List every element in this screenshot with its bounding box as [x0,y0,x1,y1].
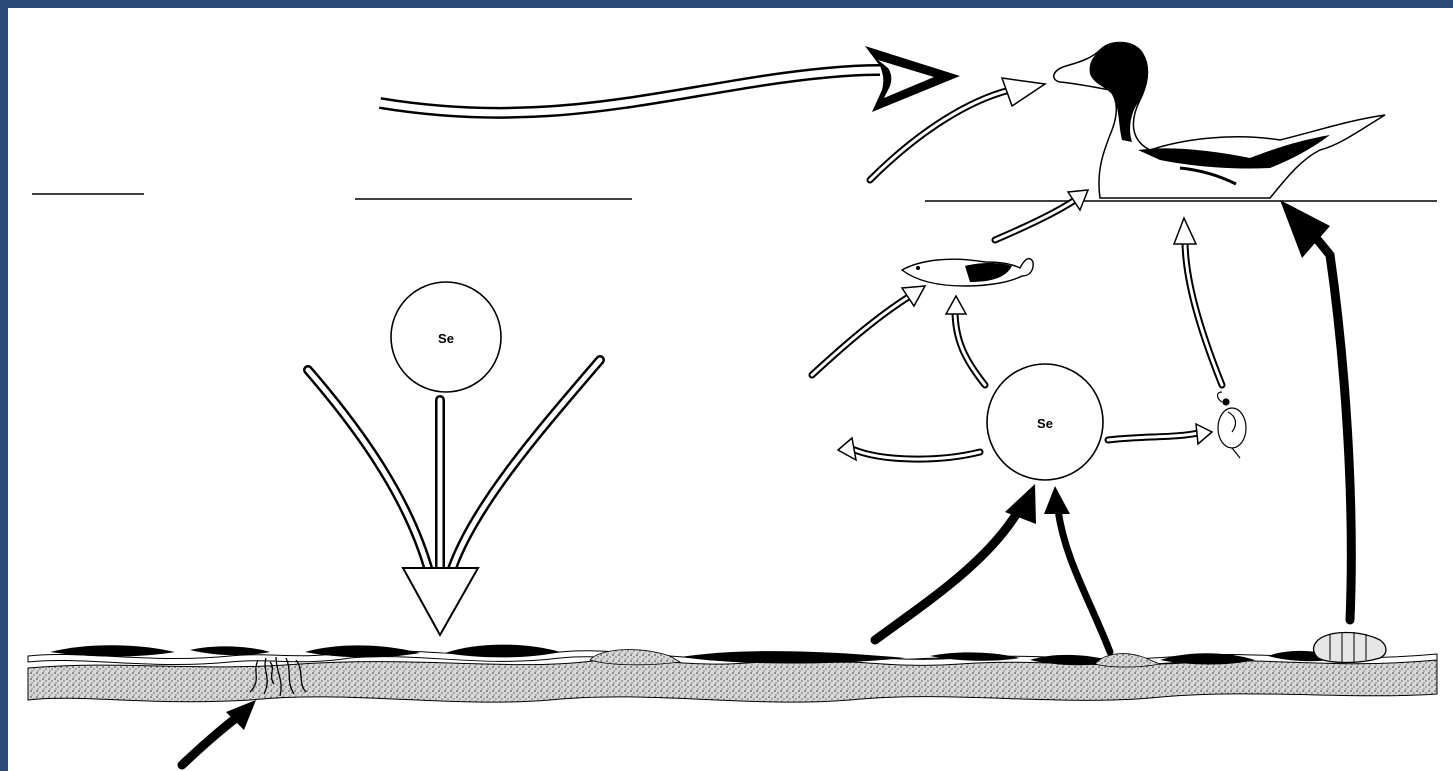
sediment-input-arrow [182,700,256,765]
atmospheric-input-arrow [380,46,960,113]
se-node-left: Se [391,282,501,392]
duck-icon [1054,43,1385,199]
invertebrate-icon [1218,392,1247,458]
fish-icon [902,259,1033,286]
deposition-arrows [308,360,600,635]
se-node-right: Se [987,364,1103,480]
larva-icon [1314,632,1387,663]
sediment-layer [28,645,1437,702]
se-node-left-label: Se [438,331,454,346]
se-node-right-label: Se [1037,416,1053,431]
